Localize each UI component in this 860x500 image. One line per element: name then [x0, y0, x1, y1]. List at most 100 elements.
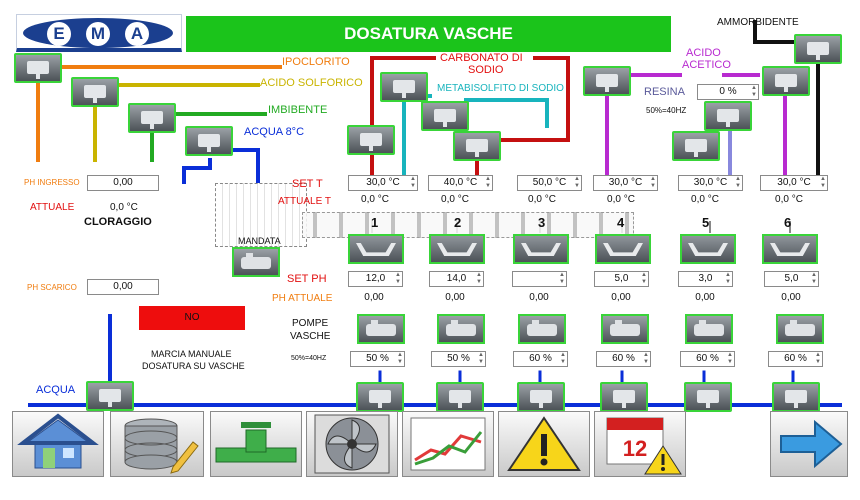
nav-home-button[interactable] — [12, 411, 104, 477]
valve-tank5-feed[interactable] — [672, 131, 720, 161]
manual-text-2: DOSATURA SU VASCHE — [142, 361, 245, 371]
tank2-pump-speed[interactable]: 50 %▲▼ — [431, 351, 486, 367]
valve-carbonato[interactable] — [380, 72, 428, 102]
tank5-set-t[interactable]: 30,0 °C▲▼ — [678, 175, 743, 191]
label-acido-acetico-2: ACETICO — [682, 59, 731, 71]
tank5-pump[interactable] — [685, 314, 733, 344]
tank3-pump[interactable] — [518, 314, 566, 344]
nav-next-button[interactable] — [770, 411, 848, 477]
pump-note: 50%=40HZ — [291, 355, 327, 362]
pump-mandata[interactable] — [232, 247, 280, 277]
logo-letter-a: A — [125, 22, 149, 46]
nav-trend-button[interactable] — [402, 411, 494, 477]
tank6-pump-speed[interactable]: 60 %▲▼ — [768, 351, 823, 367]
tank1-ph-actual: 0,00 — [364, 292, 384, 303]
tank2-actual-t: 0,0 °C — [441, 194, 469, 205]
valve-resina[interactable] — [704, 101, 752, 131]
tank1-number: 1 — [371, 215, 379, 230]
tank3-water-valve[interactable] — [517, 382, 565, 412]
tank6-pump[interactable] — [776, 314, 824, 344]
tank4-set-t[interactable]: 30,0 °C▲▼ — [593, 175, 658, 191]
tank6-number: 6 — [784, 215, 792, 230]
label-attuale-t: ATTUALE T — [278, 196, 331, 207]
warning-icon — [507, 416, 581, 471]
database-icon — [124, 418, 199, 474]
tank5[interactable] — [680, 234, 736, 264]
label-ph-ingresso: PH INGRESSO — [24, 178, 80, 187]
resina-value[interactable]: 0 %▲▼ — [697, 84, 759, 100]
pipe-ipoclorito — [36, 65, 282, 162]
valve-acido-acetico-4[interactable] — [583, 66, 631, 96]
tank1-set-t[interactable]: 30,0 °C▲▼ — [348, 175, 418, 191]
cloraggio-machine — [215, 183, 307, 247]
tank6-set-t[interactable]: 30,0 °C▲▼ — [760, 175, 828, 191]
valve-ipoclorito[interactable] — [14, 53, 62, 83]
tank1-actual-t: 0,0 °C — [361, 194, 389, 205]
label-pompe: POMPE — [292, 318, 329, 329]
tank5-water-valve[interactable] — [684, 382, 732, 412]
tank1-pump[interactable] — [357, 314, 405, 344]
ph-scarico-value: 0,00 — [87, 279, 159, 295]
tank6[interactable] — [762, 234, 818, 264]
tank3-ph-actual: 0,00 — [529, 292, 549, 303]
tank5-pump-speed[interactable]: 60 %▲▼ — [680, 351, 735, 367]
tank4[interactable] — [595, 234, 651, 264]
nav-alarm-button[interactable] — [498, 411, 590, 477]
label-mandata: MANDATA — [238, 236, 281, 246]
valve-acqua-main[interactable] — [86, 381, 134, 411]
tank1-water-valve[interactable] — [356, 382, 404, 412]
tank6-water-valve[interactable] — [772, 382, 820, 412]
label-carbonato-2: SODIO — [468, 64, 504, 76]
tank2-set-ph[interactable]: 14,0▲▼ — [429, 271, 484, 287]
tank2-water-valve[interactable] — [436, 382, 484, 412]
tank2-ph-actual: 0,00 — [445, 292, 465, 303]
tank4-pump[interactable] — [601, 314, 649, 344]
tank2-set-t[interactable]: 40,0 °C▲▼ — [428, 175, 493, 191]
tank4-pump-speed[interactable]: 60 %▲▼ — [596, 351, 651, 367]
tank1[interactable] — [348, 234, 404, 264]
tank2[interactable] — [429, 234, 485, 264]
tank4-ph-actual: 0,00 — [611, 292, 631, 303]
label-acido-solforico: ACIDO SOLFORICO — [260, 77, 363, 89]
tank3-pump-speed[interactable]: 60 %▲▼ — [513, 351, 568, 367]
tank1-set-ph[interactable]: 12,0▲▼ — [348, 271, 403, 287]
page-title: DOSATURA VASCHE — [186, 16, 671, 52]
nav-fan-button[interactable] — [306, 411, 398, 477]
pipe-valve-icon — [215, 422, 297, 463]
tank6-set-ph[interactable]: 5,0▲▼ — [764, 271, 819, 287]
valve-acido-solforico[interactable] — [71, 77, 119, 107]
home-icon — [17, 413, 99, 469]
nav-pipes-button[interactable] — [210, 411, 302, 477]
tank3-set-ph[interactable]: ▲▼ — [512, 271, 567, 287]
valve-acqua-8c[interactable] — [185, 126, 233, 156]
valve-imbibente[interactable] — [128, 103, 176, 133]
tank4-number: 4 — [617, 215, 625, 230]
tank3[interactable] — [513, 234, 569, 264]
label-ph-scarico: PH SCARICO — [27, 283, 77, 292]
nav-database-button[interactable] — [110, 411, 204, 477]
label-acqua: ACQUA — [36, 384, 76, 396]
valve-metabisolfito[interactable] — [421, 101, 469, 131]
tank3-set-t[interactable]: 50,0 °C▲▼ — [517, 175, 582, 191]
pipe-ammorbidente — [753, 20, 820, 175]
valve-tank2-feed[interactable] — [453, 131, 501, 161]
resina-note: 50%=40HZ — [646, 106, 687, 115]
valve-ammorbidente[interactable] — [794, 34, 842, 64]
tank4-set-ph[interactable]: 5,0▲▼ — [594, 271, 649, 287]
valve-acido-acetico-6[interactable] — [762, 66, 810, 96]
tank4-water-valve[interactable] — [600, 382, 648, 412]
manual-text-1: MARCIA MANUALE — [151, 349, 232, 359]
pipe-imbibente — [150, 112, 267, 162]
valve-tank1-feed[interactable] — [347, 125, 395, 155]
ph-ingresso-value: 0,00 — [87, 175, 159, 191]
tank2-pump[interactable] — [437, 314, 485, 344]
tank5-set-ph[interactable]: 3,0▲▼ — [678, 271, 733, 287]
label-ammorbidente: AMMORBIDENTE — [717, 17, 799, 28]
label-metabisolfito: METABISOLFITO DI SODIO — [437, 83, 564, 94]
manual-mode-toggle[interactable]: NO — [139, 306, 245, 330]
tank1-pump-speed[interactable]: 50 %▲▼ — [350, 351, 405, 367]
label-ipoclorito: IPOCLORITO — [282, 56, 350, 68]
label-acido-acetico-1: ACIDO — [686, 47, 721, 59]
nav-calendar-button[interactable]: 12 — [594, 411, 686, 477]
pipe-carbonato — [370, 56, 570, 175]
